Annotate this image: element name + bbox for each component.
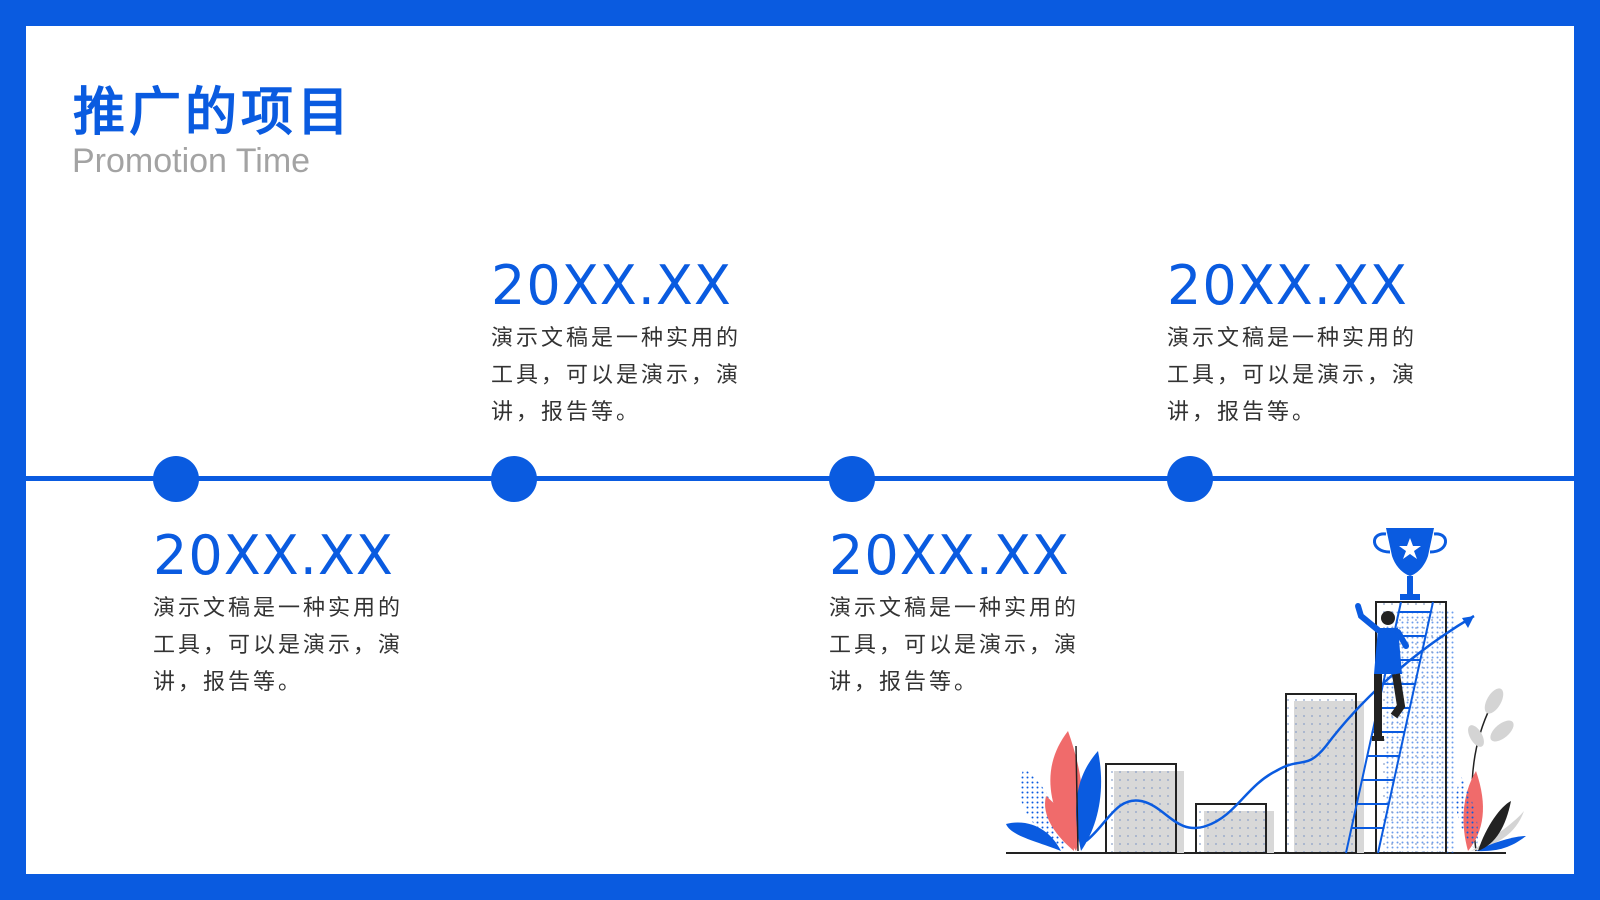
- growth-arrow-icon: [1085, 614, 1475, 842]
- timeline-event-3: 20XX.XX 演示文稿是一种实用的工具，可以是演示，演讲，报告等。: [829, 526, 1099, 701]
- plant-icon: [1456, 688, 1526, 852]
- trophy-icon: [1373, 528, 1447, 600]
- event-date: 20XX.XX: [491, 254, 732, 317]
- event-description: 演示文稿是一种实用的工具，可以是演示，演讲，报告等。: [491, 326, 742, 425]
- event-description: 演示文稿是一种实用的工具，可以是演示，演讲，报告等。: [1167, 326, 1418, 425]
- person-climbing-icon: [1355, 603, 1409, 741]
- event-date: 20XX.XX: [153, 524, 394, 587]
- event-date: 20XX.XX: [829, 524, 1070, 587]
- timeline-event-2: 20XX.XX 演示文稿是一种实用的工具，可以是演示，演讲，报告等。: [491, 256, 761, 431]
- plant-icon: [1006, 731, 1102, 852]
- timeline-node-1: [153, 456, 199, 502]
- timeline-node-3: [829, 456, 875, 502]
- page-title: 推广的项目: [73, 83, 354, 143]
- growth-illustration: [1006, 528, 1526, 854]
- page-subtitle: Promotion Time: [72, 142, 311, 180]
- timeline-node-4: [1167, 456, 1213, 502]
- event-description: 演示文稿是一种实用的工具，可以是演示，演讲，报告等。: [829, 596, 1080, 695]
- timeline-line: [26, 476, 1574, 481]
- timeline-node-2: [491, 456, 537, 502]
- timeline-event-4: 20XX.XX 演示文稿是一种实用的工具，可以是演示，演讲，报告等。: [1167, 256, 1437, 431]
- timeline-event-1: 20XX.XX 演示文稿是一种实用的工具，可以是演示，演讲，报告等。: [153, 526, 423, 701]
- slide-canvas: 推广的项目 Promotion Time 20XX.XX 演示文稿是一种实用的工…: [26, 26, 1574, 874]
- event-description: 演示文稿是一种实用的工具，可以是演示，演讲，报告等。: [153, 596, 404, 695]
- event-date: 20XX.XX: [1167, 254, 1408, 317]
